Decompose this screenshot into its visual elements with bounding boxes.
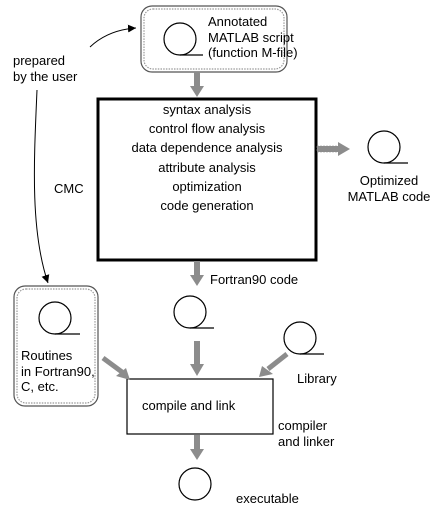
arrow-cmc-to-fortran [190,261,204,286]
cmc-stage-list: syntax analysis control flow analysis da… [99,100,315,215]
compile-link-label: compile and link [142,398,236,413]
arrow-fortran-to-compile [190,341,204,376]
routines-reel-icon [38,301,80,335]
fortran-code-reel-icon [173,295,214,329]
compile-link-box [126,378,274,435]
library-reel-icon [283,321,324,355]
arrow-script-to-cmc [190,72,204,97]
compiler-linker-label: compiler and linker [278,418,335,449]
arrow-routines-to-compile [101,355,130,380]
routines-label: Routines in Fortran90, C, etc. [21,348,95,394]
stage-data-dependence-analysis: data dependence analysis [131,140,283,156]
optimized-code-reel-icon [367,130,408,164]
user-to-routines-curve [33,89,50,284]
arrow-library-to-compile [259,352,289,377]
source-script-label: Annotated MATLAB script (function M-file… [208,14,298,60]
optimized-output-label: Optimized MATLAB code [347,173,431,204]
library-label: Library [297,371,337,386]
user-to-script-curve [89,24,137,48]
document-reel-icon [163,22,203,56]
stage-optimization: optimization [172,178,242,194]
routines-box [13,285,99,407]
stage-control-flow-analysis: control flow analysis [148,121,266,137]
executable-circle [178,467,212,501]
cmc-label: CMC [54,181,84,196]
stage-syntax-analysis: syntax analysis [162,102,252,117]
fortran90-code-label: Fortran90 code [210,272,299,287]
executable-label: executable [236,491,299,506]
stage-code-generation: code generation [160,197,254,213]
stage-attribute-analysis: attribute analysis [158,159,256,175]
source-script-box [140,5,288,73]
prepared-by-user-label: prepared by the user [13,53,78,84]
cmc-compiler-box [96,97,318,262]
arrow-cmc-to-optimized [316,142,350,156]
arrow-compile-to-executable [190,435,204,460]
